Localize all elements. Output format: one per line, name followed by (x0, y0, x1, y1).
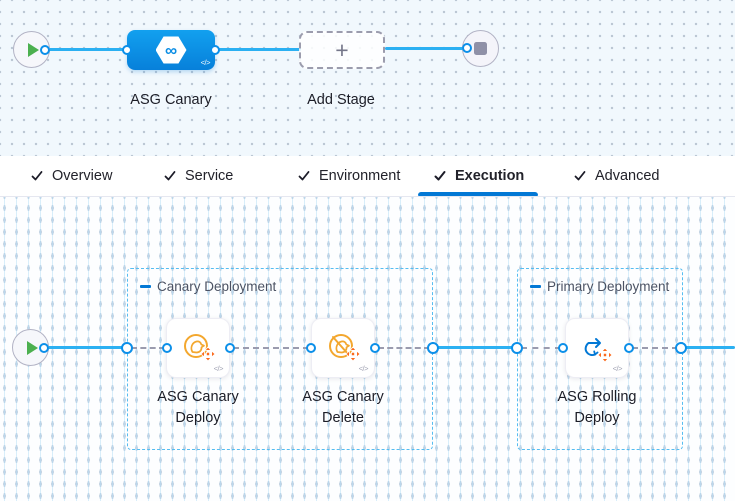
scale-arrows-icon (345, 346, 361, 362)
link-point (162, 343, 172, 353)
tab-label: Advanced (595, 168, 660, 184)
link-point (558, 343, 568, 353)
stop-icon (474, 42, 487, 55)
link-point (370, 343, 380, 353)
group-title: Primary Deployment (547, 279, 670, 294)
collapse-group-icon[interactable] (530, 285, 541, 288)
link-point (122, 45, 132, 55)
tab-environment[interactable]: Environment (297, 156, 400, 196)
link-point (306, 343, 316, 353)
link-point (624, 343, 634, 353)
link-point (511, 342, 523, 354)
link-point (427, 342, 439, 354)
collapse-group-icon[interactable] (140, 285, 151, 288)
play-icon (27, 42, 39, 57)
step-label: ASG Canary Deploy (157, 389, 239, 426)
step-label: ASG Rolling Deploy (557, 389, 637, 426)
group-title: Canary Deployment (157, 279, 277, 294)
tab-label: Overview (52, 168, 113, 184)
link-point (462, 43, 472, 53)
connector-dashed (378, 347, 430, 349)
infinity-glyph: ∞ (164, 40, 178, 60)
check-icon (298, 171, 310, 181)
link-point (121, 342, 133, 354)
link-point (210, 45, 220, 55)
tab-label: Service (185, 168, 234, 184)
code-badge-icon: </> (200, 58, 211, 67)
stage-canvas[interactable]: ∞ </> ASG Canary + Add Stage (0, 0, 735, 156)
rolling-deploy-icon (584, 338, 613, 363)
step-asg-canary-deploy[interactable]: </> (166, 318, 230, 378)
step-label: ASG Canary Delete (302, 389, 384, 426)
execution-canvas[interactable]: Canary Deployment Primary Deployment (0, 197, 735, 501)
connector-line (44, 346, 127, 349)
canary-delete-icon (329, 334, 361, 362)
tab-service[interactable]: Service (163, 156, 233, 196)
connector-dashed (131, 347, 165, 349)
tab-execution[interactable]: Execution (433, 156, 524, 196)
check-icon (164, 171, 176, 181)
add-stage-button[interactable]: + (299, 31, 385, 69)
connector-dashed (233, 347, 309, 349)
scale-arrows-icon (597, 347, 613, 363)
tab-advanced[interactable]: Advanced (573, 156, 660, 196)
plus-icon: + (335, 36, 349, 63)
link-point (675, 342, 687, 354)
canary-deploy-icon (184, 334, 216, 362)
connector-dashed (632, 347, 678, 349)
code-badge-icon: </> (612, 364, 623, 373)
stage-config-tabs: Overview Service Environment Execution A… (0, 156, 735, 197)
connector-dashed (521, 347, 561, 349)
stage-label: ASG Canary (130, 92, 212, 108)
check-icon (31, 171, 43, 181)
code-badge-icon: </> (213, 364, 224, 373)
link-point (39, 343, 49, 353)
tab-overview[interactable]: Overview (30, 156, 112, 196)
connector-line (385, 47, 465, 50)
tab-label: Environment (319, 168, 401, 184)
connector-line (45, 48, 129, 51)
step-group-canary-deployment: Canary Deployment (127, 268, 433, 450)
cd-hexagon-icon: ∞ (155, 36, 187, 64)
step-asg-canary-delete[interactable]: </> (311, 318, 375, 378)
connector-line (433, 346, 517, 349)
check-icon (574, 171, 586, 181)
link-point (40, 45, 50, 55)
connector-line (215, 48, 301, 51)
step-asg-rolling-deploy[interactable]: </> (565, 318, 629, 378)
stage-node-asg-canary[interactable]: ∞ </> (127, 30, 215, 70)
link-point (225, 343, 235, 353)
active-tab-indicator (418, 192, 538, 196)
scale-arrows-icon (200, 346, 216, 362)
check-icon (434, 171, 446, 181)
step-group-primary-deployment: Primary Deployment (517, 268, 683, 450)
add-stage-label: Add Stage (307, 92, 375, 108)
connector-line (681, 346, 735, 349)
code-badge-icon: </> (358, 364, 369, 373)
play-icon (26, 340, 38, 355)
tab-label: Execution (455, 168, 525, 184)
